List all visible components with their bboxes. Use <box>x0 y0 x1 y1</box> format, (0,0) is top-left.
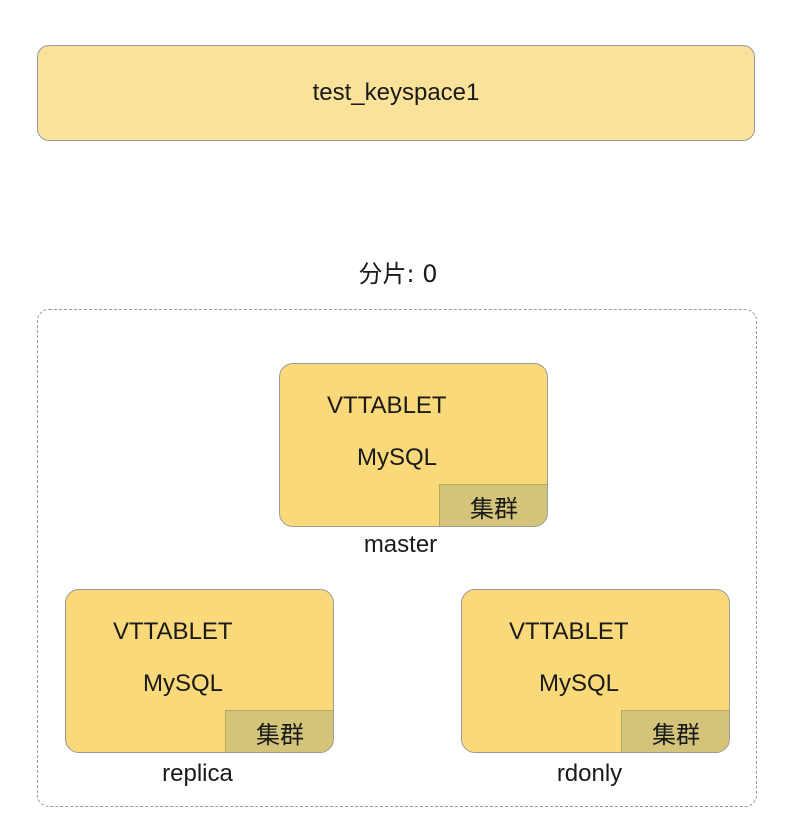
tablet-database-label: MySQL <box>539 670 620 697</box>
cluster-badge: 集群 <box>439 484 547 526</box>
tablet-replica: VTTABLET MySQL 集群 <box>65 589 334 753</box>
tablet-rdonly: VTTABLET MySQL 集群 <box>461 589 730 753</box>
tablet-database-label: MySQL <box>357 444 438 471</box>
tablet-role-label-master: master <box>363 531 438 558</box>
shard-label: 分片: 0 <box>358 260 438 288</box>
keyspace-box: test_keyspace1 <box>37 45 755 141</box>
cluster-badge: 集群 <box>621 710 729 752</box>
shard-container <box>37 309 757 807</box>
tablet-database-label: MySQL <box>143 670 224 697</box>
tablet-role-label-replica: replica <box>162 760 233 787</box>
tablet-process-label: VTTABLET <box>509 618 629 645</box>
tablet-role-label-rdonly: rdonly <box>556 760 623 787</box>
tablet-master: VTTABLET MySQL 集群 <box>279 363 548 527</box>
tablet-process-label: VTTABLET <box>113 618 233 645</box>
cluster-badge: 集群 <box>225 710 333 752</box>
keyspace-name: test_keyspace1 <box>312 79 480 106</box>
tablet-process-label: VTTABLET <box>327 392 447 419</box>
